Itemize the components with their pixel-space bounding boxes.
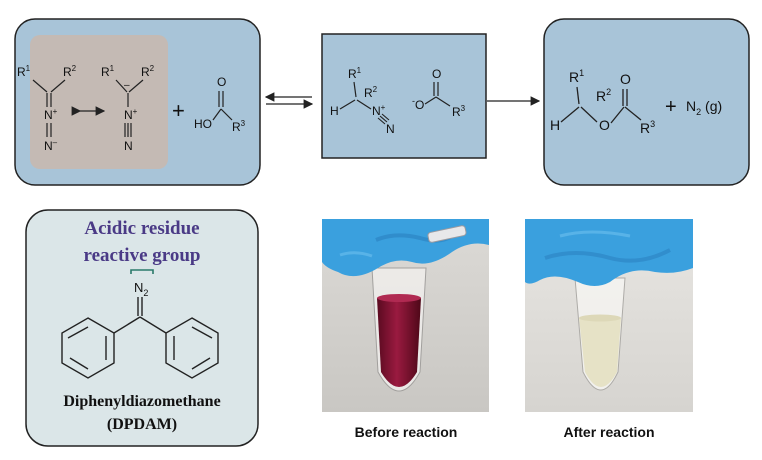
svg-text:R3: R3	[232, 119, 246, 134]
product-box: R1 R2 H O O R3 + N2 (g)	[543, 18, 750, 186]
svg-text:H: H	[550, 117, 560, 133]
svg-text:R2: R2	[364, 85, 378, 100]
equilibrium-arrows	[264, 92, 314, 109]
svg-text:N+: N+	[372, 103, 386, 118]
svg-text:N+: N+	[124, 107, 138, 122]
after-reaction-caption: After reaction	[563, 424, 655, 440]
svg-text:R3: R3	[452, 104, 466, 119]
svg-text:N–: N–	[44, 138, 58, 153]
ester-product: R1 R2 H O O R3	[550, 68, 655, 136]
svg-text:R1: R1	[348, 66, 362, 81]
carboxylate: O -O R3	[412, 67, 466, 119]
reactant-box: R1 R2 N+ N– R1 R2 – N+ N +	[14, 18, 261, 186]
nitrogen-gas: N2 (g)	[686, 98, 722, 117]
pale-solution	[579, 318, 621, 387]
svg-text:N2: N2	[134, 280, 148, 298]
photo-before-reaction	[322, 219, 489, 412]
plus-sign-product: +	[665, 96, 677, 118]
diazo-resonance-form-b: R1 R2 – N+ N	[101, 64, 155, 153]
reactive-group-bracket	[130, 269, 154, 274]
svg-text:R1: R1	[101, 64, 115, 79]
reagent-title-line1: Acidic residue	[84, 218, 199, 239]
svg-text:O: O	[620, 71, 631, 87]
dpdam-structure	[61, 297, 219, 379]
resonance-panel	[30, 35, 168, 169]
reagent-panel: Acidic residue reactive group N2 Dipheny…	[25, 209, 259, 447]
svg-text:R2: R2	[63, 64, 77, 79]
svg-text:N: N	[386, 122, 395, 136]
svg-text:R3: R3	[640, 119, 655, 136]
before-reaction-caption: Before reaction	[354, 424, 458, 440]
reagent-name-line1: Diphenyldiazomethane	[63, 393, 220, 410]
svg-text:–: –	[124, 80, 130, 91]
svg-text:R2: R2	[596, 87, 611, 104]
svg-text:O: O	[432, 67, 441, 81]
reagent-title-line2: reactive group	[84, 245, 201, 266]
svg-text:R2: R2	[141, 64, 155, 79]
intermediate-box: R1 R2 H N+ N O -O R3	[321, 33, 487, 159]
carboxylic-acid: O HO R3	[194, 75, 246, 134]
svg-text:HO: HO	[194, 117, 212, 131]
svg-text:R1: R1	[569, 68, 584, 85]
svg-text:N: N	[124, 139, 133, 153]
reagent-name-line2: (DPDAM)	[107, 416, 177, 433]
svg-text:O: O	[599, 117, 610, 133]
photo-after-reaction	[525, 219, 693, 412]
svg-text:R1: R1	[17, 64, 31, 79]
svg-text:N+: N+	[44, 107, 58, 122]
svg-text:-O: -O	[412, 96, 424, 112]
diazo-resonance-form-a: R1 R2 N+ N–	[17, 64, 77, 153]
red-solution	[377, 298, 421, 387]
svg-text:H: H	[330, 104, 339, 118]
plus-sign: +	[172, 98, 185, 123]
diazonium-intermediate: R1 R2 H N+ N	[330, 66, 395, 136]
svg-text:O: O	[217, 75, 226, 89]
